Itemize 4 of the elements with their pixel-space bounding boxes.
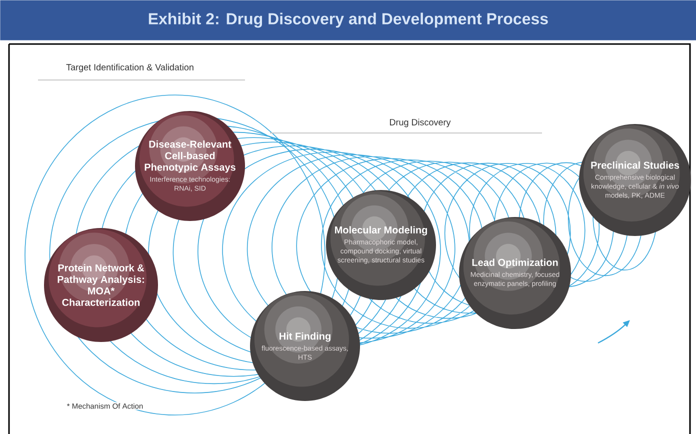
- stage-sphere: Protein Network & Pathway Analysis: MOA* Characterization: [44, 228, 158, 342]
- title-bar: Exhibit 2: Drug Discovery and Development Process: [0, 0, 696, 40]
- section-heading: Drug Discovery: [388, 118, 452, 128]
- section-heading: Target Identification & Validation: [65, 62, 195, 74]
